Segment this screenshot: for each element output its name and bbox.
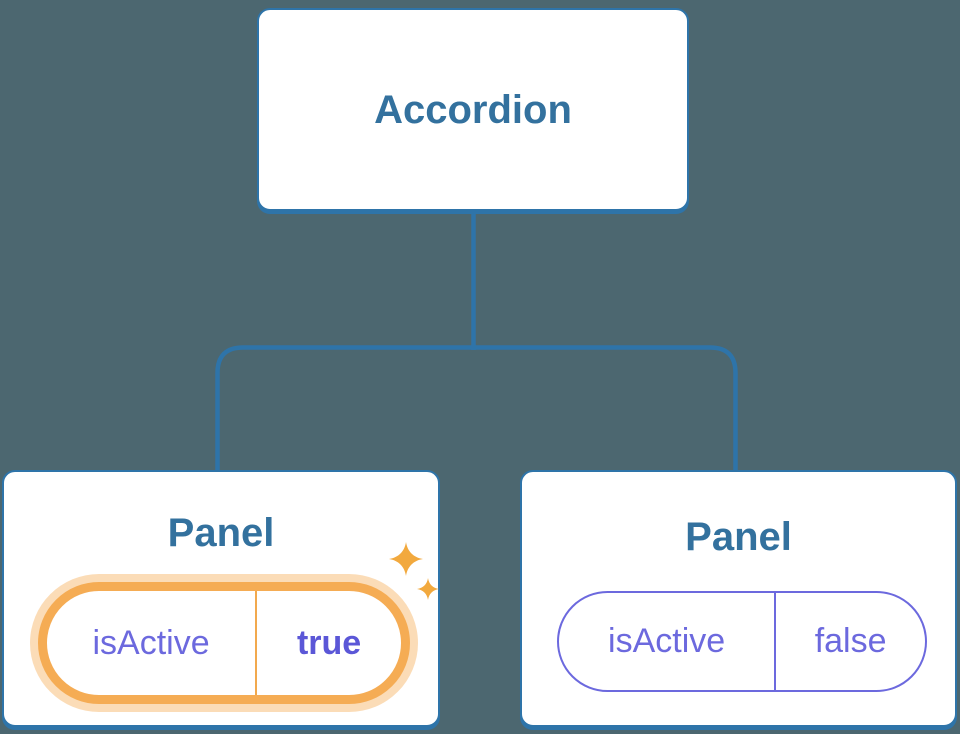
panel-node-label: Panel [167,511,275,555]
panel-node-label: Panel [685,515,792,559]
state-prop-label: isActive [92,623,210,662]
state-value: false [814,622,887,660]
pill-divider [255,591,258,695]
accordion-node-label: Accordion [374,87,572,132]
state-pill-inactive: isActive false [557,591,927,692]
state-prop-label: isActive [608,622,726,660]
accordion-node: Accordion [257,8,689,211]
panel-node-inactive: Panel isActive false [520,470,957,727]
pill-divider [774,593,777,690]
state-value: true [296,623,362,662]
panel-node-active: Panel isActive true [2,470,440,727]
state-pill-active: isActive true [38,582,410,704]
